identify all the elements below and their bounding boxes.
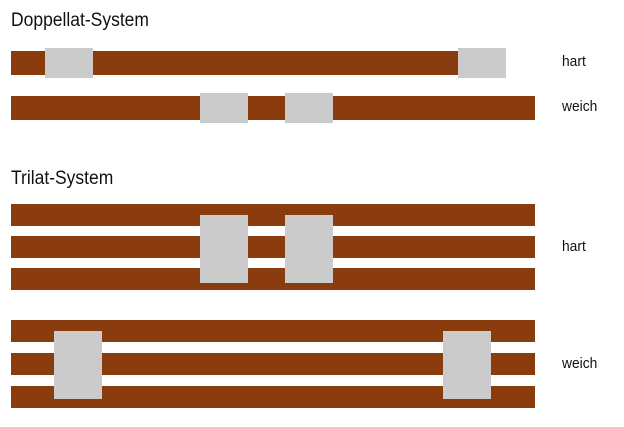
rubber-block <box>285 93 333 123</box>
rubber-block <box>200 215 248 283</box>
config-label-weich: weich <box>562 355 598 372</box>
rubber-block <box>458 48 506 78</box>
slat-bar <box>11 96 535 120</box>
config-label-weich: weich <box>562 98 598 115</box>
rubber-block <box>200 93 248 123</box>
slat-bar <box>11 236 535 258</box>
rubber-block <box>54 331 102 399</box>
slat-bar <box>11 386 535 408</box>
config-label-hart: hart <box>562 238 586 255</box>
slat-bar <box>11 268 535 290</box>
slat-bar <box>11 320 535 342</box>
config-label-hart: hart <box>562 53 586 70</box>
rubber-block <box>443 331 491 399</box>
slat-bar <box>11 353 535 375</box>
rubber-block <box>285 215 333 283</box>
slat-bar <box>11 51 506 75</box>
section-title-doppellat: Doppellat-System <box>11 10 149 31</box>
section-title-trilat: Trilat-System <box>11 168 114 189</box>
slat-bar <box>11 204 535 226</box>
rubber-block <box>45 48 93 78</box>
